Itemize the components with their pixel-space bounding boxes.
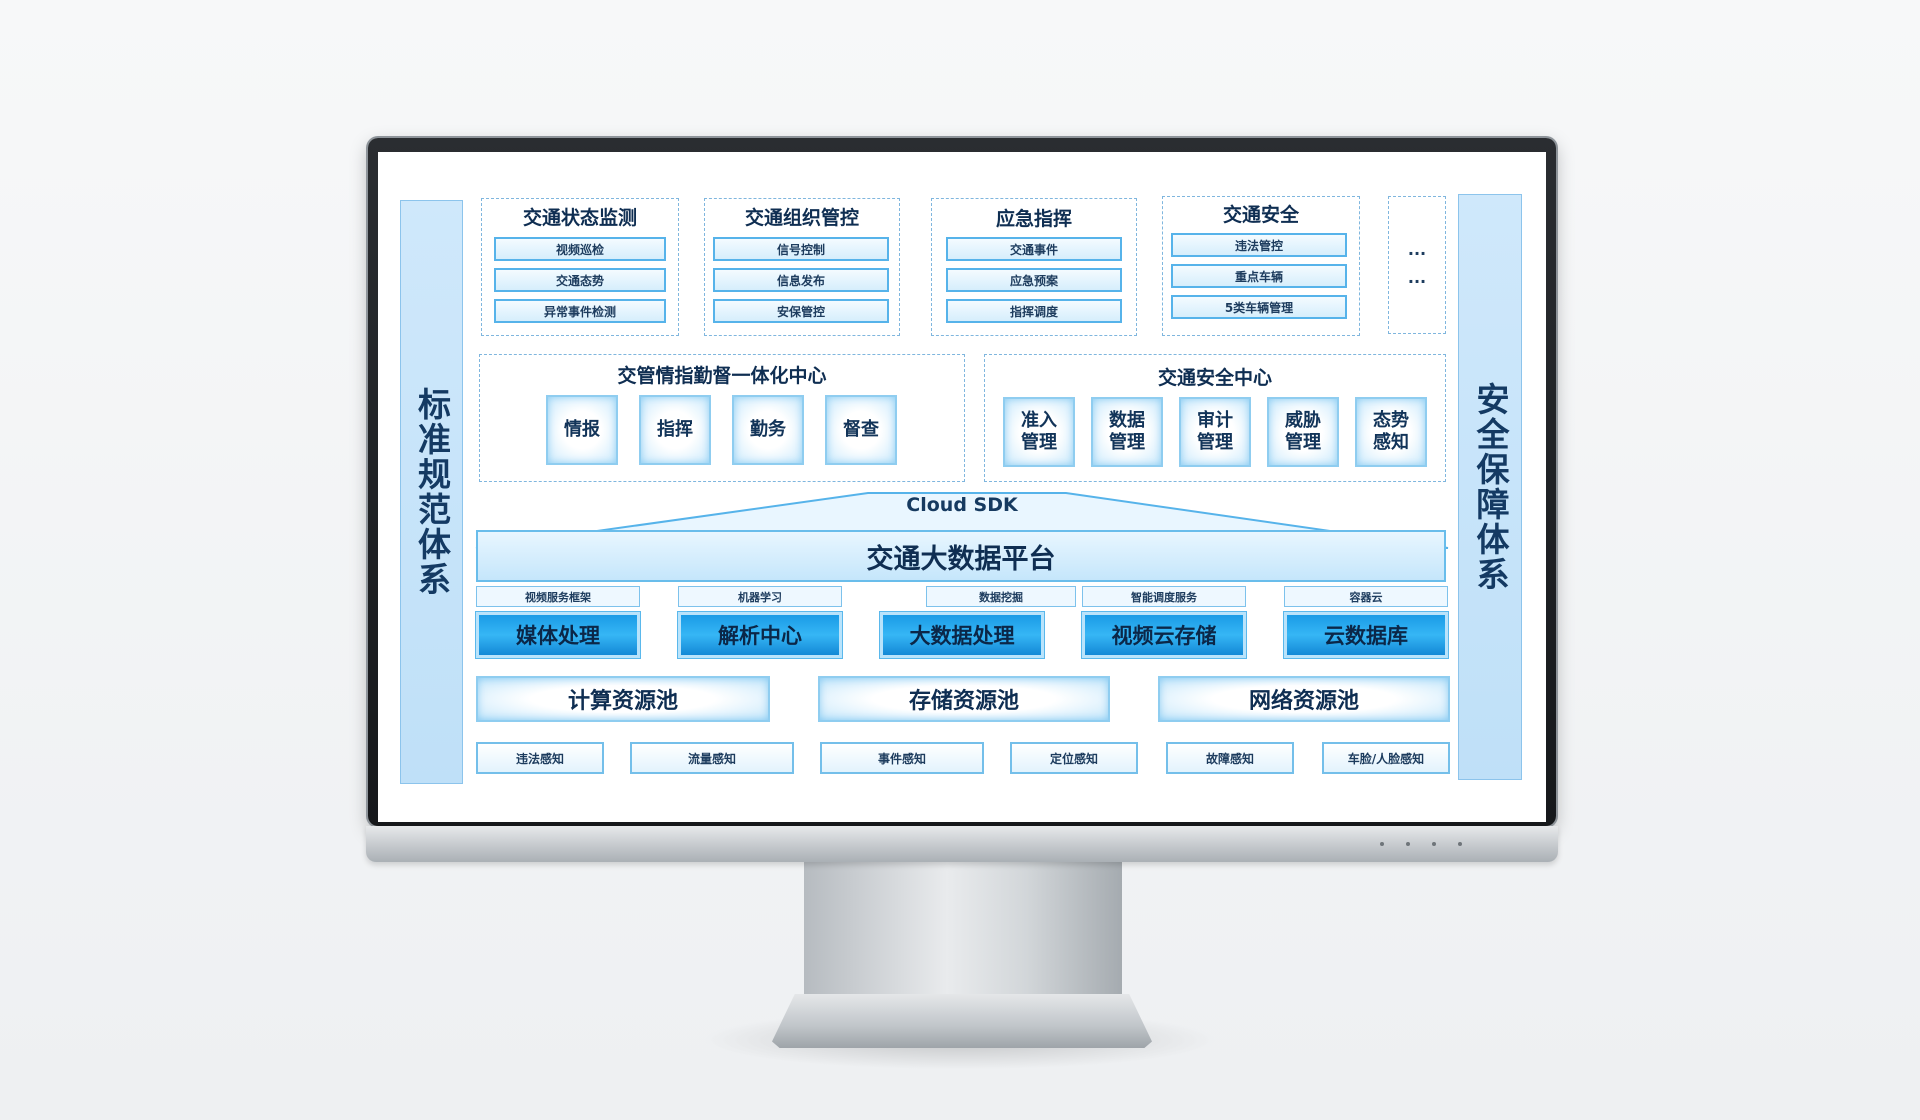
group-title: 交通状态监测 — [522, 207, 637, 229]
group-title: 交通安全中心 — [1157, 367, 1272, 389]
sub-item: 视频巡检 — [494, 237, 666, 261]
service-media-processing: 媒体处理 — [476, 612, 640, 658]
sub-item: 安保管控 — [713, 299, 889, 323]
tile-situation-awareness: 态势 感知 — [1355, 397, 1427, 467]
group-traffic-monitoring: 交通状态监测 视频巡检 交通态势 异常事件检测 — [481, 198, 679, 336]
sub-item: 交通事件 — [946, 237, 1122, 261]
service-label: 数据挖掘 — [926, 586, 1076, 607]
sub-item: 重点车辆 — [1171, 264, 1347, 288]
sub-item: 交通态势 — [494, 268, 666, 292]
service-label: 视频服务框架 — [476, 586, 640, 607]
left-standards-bar: 标准规范体系 — [400, 200, 463, 784]
group-title: 应急指挥 — [995, 208, 1072, 230]
service-video-cloud-storage: 视频云存储 — [1082, 612, 1246, 658]
sensing-location: 定位感知 — [1010, 742, 1138, 774]
big-data-platform: 交通大数据平台 — [476, 530, 1446, 582]
pool-compute: 计算资源池 — [476, 676, 770, 722]
sensing-event: 事件感知 — [820, 742, 984, 774]
tile-access-mgmt: 准入 管理 — [1003, 397, 1075, 467]
sub-item: 5类车辆管理 — [1171, 295, 1347, 319]
tile-audit-mgmt: 审计 管理 — [1179, 397, 1251, 467]
group-emergency-command: 应急指挥 交通事件 应急预案 指挥调度 — [931, 198, 1137, 336]
tile-command: 指挥 — [639, 395, 711, 465]
right-security-bar: 安全保障体系 — [1458, 194, 1522, 780]
group-integrated-center: 交管情指勤督一体化中心 情报 指挥 勤务 督查 — [479, 354, 965, 482]
monitor-stand-neck — [804, 862, 1122, 996]
tile-intelligence: 情报 — [546, 395, 618, 465]
service-label: 容器云 — [1284, 586, 1448, 607]
service-label: 智能调度服务 — [1082, 586, 1246, 607]
sub-item: 信号控制 — [713, 237, 889, 261]
group-title: 交管情指勤督一体化中心 — [617, 365, 827, 387]
sub-item: 异常事件检测 — [494, 299, 666, 323]
tile-threat-mgmt: 威胁 管理 — [1267, 397, 1339, 467]
pool-network: 网络资源池 — [1158, 676, 1450, 722]
sub-item: 违法管控 — [1171, 233, 1347, 257]
pool-storage: 存储资源池 — [818, 676, 1110, 722]
group-security-center: 交通安全中心 准入 管理 数据 管理 审计 管理 威胁 管理 态势 感知 — [984, 354, 1446, 482]
right-security-label: 安全保障体系 — [1471, 382, 1510, 592]
group-traffic-control: 交通组织管控 信号控制 信息发布 安保管控 — [704, 198, 900, 336]
sub-item: 应急预案 — [946, 268, 1122, 292]
group-title: 交通组织管控 — [744, 207, 859, 229]
monitor-chin — [366, 826, 1558, 862]
monitor-screen: 标准规范体系 安全保障体系 交通状态监测 视频巡检 交通态势 异常事件检测 交通… — [378, 152, 1546, 822]
group-traffic-safety: 交通安全 违法管控 重点车辆 5类车辆管理 — [1162, 196, 1360, 336]
monitor-stand-base — [772, 994, 1152, 1048]
monitor-buttons — [1380, 842, 1462, 846]
sensing-violation: 违法感知 — [476, 742, 604, 774]
group-title: 交通安全 — [1222, 204, 1299, 226]
ellipsis: ... — [1407, 240, 1427, 259]
service-cloud-database: 云数据库 — [1284, 612, 1448, 658]
tile-duty: 勤务 — [732, 395, 804, 465]
service-big-data-processing: 大数据处理 — [880, 612, 1044, 658]
group-more: ... ... — [1388, 196, 1446, 334]
sensing-fault: 故障感知 — [1166, 742, 1294, 774]
cloud-sdk-label: Cloud SDK — [906, 494, 1018, 516]
tile-data-mgmt: 数据 管理 — [1091, 397, 1163, 467]
service-parsing-center: 解析中心 — [678, 612, 842, 658]
sensing-vehicle-face: 车脸/人脸感知 — [1322, 742, 1450, 774]
sensing-flow: 流量感知 — [630, 742, 794, 774]
service-label: 机器学习 — [678, 586, 842, 607]
left-standards-label: 标准规范体系 — [412, 387, 452, 597]
sub-item: 指挥调度 — [946, 299, 1122, 323]
ellipsis: ... — [1407, 268, 1427, 287]
tile-supervision: 督查 — [825, 395, 897, 465]
sub-item: 信息发布 — [713, 268, 889, 292]
